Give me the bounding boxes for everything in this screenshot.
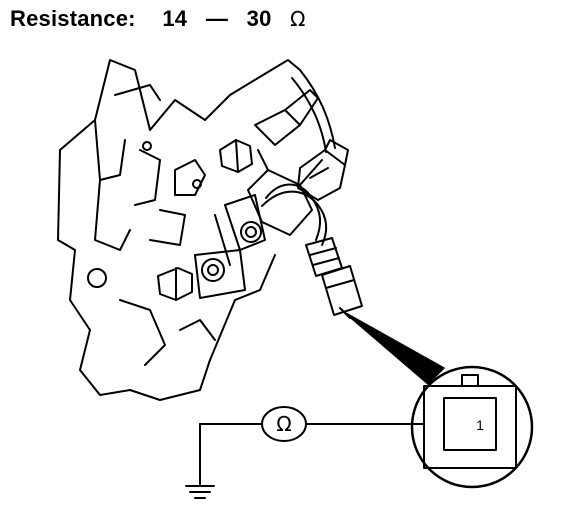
sensor-wire-harness [261,69,336,246]
terminal-number: 1 [476,417,484,433]
spec-unit: Ω [290,7,306,31]
ohmmeter-symbol [261,406,307,442]
spec-label: Resistance: [10,6,136,31]
ohmmeter-lead [199,423,425,487]
mounting-bolt-lower [157,267,193,301]
mounting-bracket [194,194,266,299]
resistance-spec: Resistance: 14 — 30 Ω [10,6,306,32]
ground-icon [185,485,215,499]
engine-housing [57,59,301,401]
sensor-body [247,89,323,236]
spec-range-high: 30 [246,6,272,31]
spec-range-separator: — [205,6,229,31]
spec-range-low: 14 [162,6,188,31]
ohm-label: Ω [276,412,291,436]
test-connector-lower [321,265,363,319]
connector-face-detail [410,365,534,489]
upper-connector-plug [297,139,349,201]
mounting-bolt-upper [219,139,253,173]
callout-pointer [343,311,445,385]
